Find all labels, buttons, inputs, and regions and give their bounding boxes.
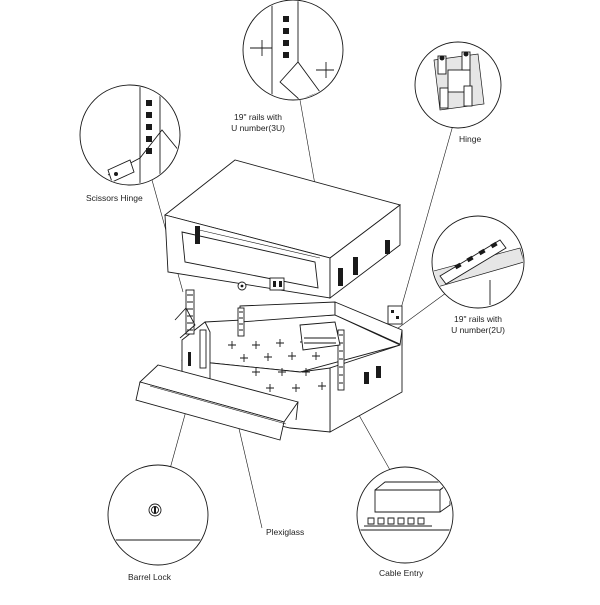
label-rails-3u: 19" rails with U number(3U) <box>231 112 285 134</box>
cabinet-lid <box>164 159 403 339</box>
label-plexiglass: Plexiglass <box>266 527 305 537</box>
callout-rails-2u <box>431 215 525 309</box>
label-rails-3u-line1: 19" rails with <box>234 112 282 122</box>
label-cable-entry: Cable Entry <box>379 568 424 578</box>
label-rails-2u-line1: 19" rails with <box>454 314 502 324</box>
label-rails-2u-line2: U number(2U) <box>451 325 505 335</box>
label-rails-3u-line2: U number(3U) <box>231 123 285 133</box>
callout-hinge <box>414 41 502 129</box>
label-barrel-lock: Barrel Lock <box>128 572 171 582</box>
label-hinge: Hinge <box>459 134 482 144</box>
callout-barrel-lock <box>107 464 209 566</box>
callout-scissors-hinge <box>79 84 181 186</box>
callout-rails-3u <box>242 0 344 101</box>
callout-cable-entry <box>356 466 454 564</box>
plexiglass-cover <box>135 364 299 441</box>
label-rails-2u: 19" rails with U number(2U) <box>451 314 505 336</box>
label-scissors-hinge: Scissors Hinge <box>86 193 143 203</box>
